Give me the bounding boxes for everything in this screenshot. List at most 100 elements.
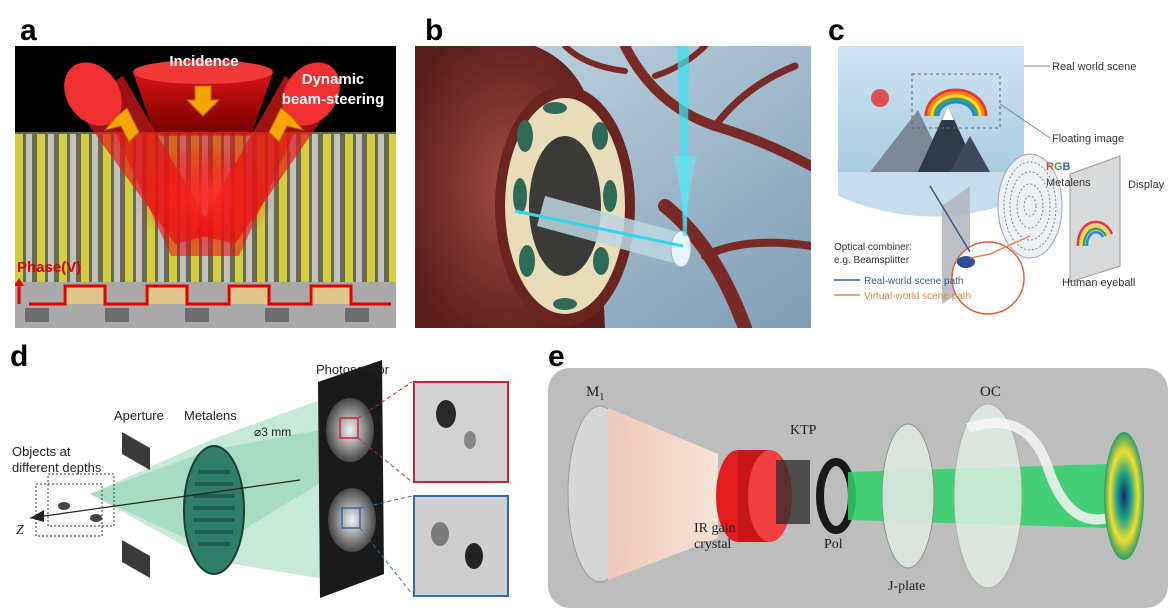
floating-image-frame <box>911 73 1001 129</box>
leader-floating <box>999 103 1051 139</box>
display-panel <box>1069 155 1121 283</box>
panel-label-c: c <box>828 14 845 47</box>
panel-e-svg: M1 KTP OC IR gain crystal Pol J-plate <box>567 384 1144 594</box>
fiber-probe <box>514 196 692 268</box>
display-rainbow <box>1076 220 1114 247</box>
inset-red-blur <box>464 431 476 449</box>
panel-b-svg <box>415 46 811 328</box>
incidence-label: Incidence <box>169 53 238 70</box>
zoom-line-red-1 <box>357 381 413 419</box>
fly-icons <box>58 502 102 522</box>
inset-blue <box>413 495 509 597</box>
panel-e-figure: M1 KTP OC IR gain crystal Pol J-plate <box>548 368 1168 608</box>
vessel-cells <box>513 102 617 310</box>
scene-reflection <box>838 172 1024 217</box>
photosensor <box>318 360 384 598</box>
panel-d-svg: Photosensor Aperture Metalens ⌀3 mm Obje… <box>12 360 509 598</box>
panel-a-svg: Incidence Dynamic beam-steering Phase(V) <box>15 46 396 328</box>
label-z-axis: Z <box>16 523 24 538</box>
label-m1-main: M <box>586 384 599 400</box>
metalens-rings <box>1003 161 1057 251</box>
vortex-beam-profile <box>1104 432 1144 560</box>
arrow-icons <box>103 85 305 143</box>
label-ir-1: IR gain <box>694 521 736 536</box>
inset-blue-blur <box>431 522 449 546</box>
label-metalens: Metalens <box>1046 177 1091 189</box>
electrode-pads <box>63 286 351 304</box>
polarizer <box>816 458 856 534</box>
zoom-line-blue-2 <box>359 527 413 595</box>
label-oc: OC <box>980 384 1001 400</box>
label-pol: Pol <box>824 537 843 552</box>
incidence-beam-top <box>133 60 273 84</box>
phase-label: Phase(V) <box>17 259 81 276</box>
label-ir-2: crystal <box>694 537 731 552</box>
j-plate <box>881 423 935 569</box>
snow-cap <box>942 106 954 120</box>
legend-real-label: Real-world scene path <box>864 276 964 287</box>
sensor-image-top <box>326 398 374 462</box>
zoom-line-blue-1 <box>359 495 413 509</box>
label-display: Display <box>1128 179 1165 191</box>
phase-waveform <box>29 284 391 306</box>
label-eyeball: Human eyeball <box>1062 277 1135 289</box>
zoom-line-red-2 <box>357 437 413 483</box>
panel-c-figure: Real world scene Floating image RGB Meta… <box>830 46 1170 346</box>
label-jplate: J-plate <box>888 579 925 594</box>
inset-blue-fly <box>465 543 483 569</box>
up-right-arrow-icon <box>268 107 305 143</box>
rgb-r: R <box>1046 161 1054 173</box>
roi-red <box>339 417 359 439</box>
panel-label-a: a <box>20 14 37 47</box>
aperture-top <box>122 432 150 470</box>
mountain-right <box>950 136 990 172</box>
panel-c-svg: Real world scene Floating image RGB Meta… <box>834 46 1165 315</box>
label-rgb: RGB <box>1046 161 1071 173</box>
focus-spot <box>135 144 275 248</box>
steered-beam-right-end <box>282 62 340 126</box>
label-combiner-2: e.g. Beamsplitter <box>834 255 910 266</box>
steering-label-2: beam-steering <box>282 91 385 108</box>
legend-virtual-label: Virtual-world scene path <box>864 291 971 302</box>
panel-d-figure: Photosensor Aperture Metalens ⌀3 mm Obje… <box>0 360 520 611</box>
inset-red <box>413 381 509 483</box>
aperture-bottom <box>122 540 150 578</box>
panel-label-e: e <box>548 340 565 373</box>
steered-beam-left-end <box>64 62 122 126</box>
panel-label-b: b <box>425 14 444 47</box>
phase-axis-arrowhead <box>15 278 24 286</box>
label-m1: M1 <box>586 384 604 403</box>
label-m1-sub: 1 <box>599 392 604 403</box>
down-arrow-icon <box>185 85 221 117</box>
rgb-g: G <box>1054 161 1063 173</box>
light-focus <box>673 156 697 236</box>
metalens-pattern <box>193 470 235 546</box>
helical-wavefront <box>966 418 1110 525</box>
object-box <box>35 473 115 537</box>
label-metalens: Metalens <box>184 408 237 423</box>
sun <box>871 89 889 107</box>
sensor-image-bottom <box>328 488 376 552</box>
z-arrowhead <box>30 510 44 522</box>
pump-beam <box>608 408 718 580</box>
label-photosensor: Photosensor <box>316 362 390 377</box>
label-real-world: Real world scene <box>1052 61 1136 73</box>
panel-b-figure <box>415 46 811 328</box>
rgb-b: B <box>1063 161 1071 173</box>
up-left-arrow-icon <box>103 107 140 143</box>
label-diameter: ⌀3 mm <box>254 425 291 439</box>
panel-a-figure: Incidence Dynamic beam-steering Phase(V) <box>15 46 396 328</box>
label-floating-image: Floating image <box>1052 133 1124 145</box>
output-coupler <box>953 403 1023 589</box>
label-objects-1: Objects at <box>12 444 71 459</box>
real-path <box>929 185 971 253</box>
contact-posts <box>25 308 369 322</box>
pupil <box>957 256 975 268</box>
label-ktp: KTP <box>790 423 817 438</box>
roi-blue <box>341 507 361 529</box>
virtual-path <box>969 235 1031 259</box>
ktp-crystal <box>776 460 810 524</box>
optical-axis <box>29 479 301 519</box>
steering-label-1: Dynamic <box>302 71 365 88</box>
metalens <box>997 153 1063 259</box>
